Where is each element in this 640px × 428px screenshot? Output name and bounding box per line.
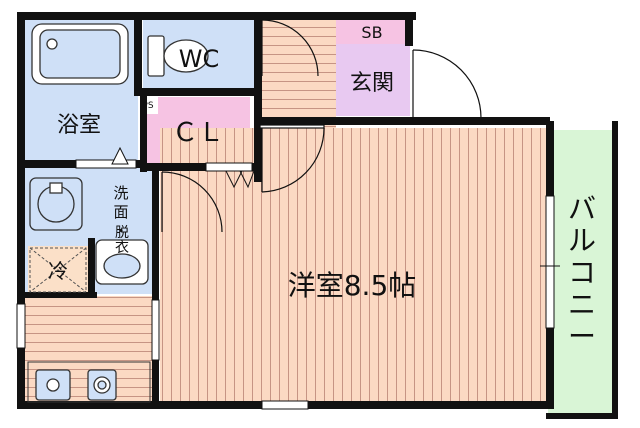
- bathtub-icon: [31, 23, 129, 85]
- hall-floor: [262, 18, 336, 128]
- label-balcony-1: バ: [568, 192, 596, 225]
- label-wc: WC: [179, 45, 220, 73]
- label-balcony-5: ー: [568, 320, 596, 353]
- closet-door-marks[interactable]: [205, 162, 255, 189]
- washing-machine-icon: [29, 177, 83, 231]
- vent-opening: [151, 299, 160, 361]
- label-entrance: 玄関: [350, 71, 394, 96]
- label-washroom-1: 洗: [113, 184, 128, 202]
- window-left: [16, 303, 26, 349]
- washroom-label-datsu: 脱: [115, 225, 129, 241]
- western-room-floor: [160, 128, 546, 408]
- washroom-label-i: 衣: [115, 240, 129, 256]
- label-storage: SB: [361, 23, 382, 42]
- label-fridge: 冷: [48, 259, 68, 283]
- bath-door-mark[interactable]: [75, 146, 137, 169]
- toilet-icon: [147, 35, 209, 77]
- entrance-floor: [336, 44, 410, 116]
- label-balcony-3: コ: [568, 256, 596, 289]
- wc-door[interactable]: [261, 19, 319, 77]
- room-door[interactable]: [259, 124, 325, 193]
- window-bottom: [261, 400, 309, 410]
- label-balcony-2: ル: [568, 224, 596, 257]
- fridge-space-icon: [29, 247, 87, 293]
- washroom-label-col2: 脱 衣: [114, 226, 130, 256]
- label-western-room: 洋室8.5帖: [288, 269, 417, 302]
- label-washroom-3: ・: [113, 222, 128, 240]
- kitchen-sink-icon: [35, 369, 71, 401]
- label-ps: PS: [142, 101, 153, 111]
- front-door[interactable]: [412, 49, 482, 119]
- label-closet: ＣＬ: [172, 118, 224, 148]
- balcony-window: [545, 195, 555, 329]
- storage-sb-floor: [336, 18, 410, 44]
- balcony-floor: [548, 130, 612, 416]
- washroom-door[interactable]: [161, 171, 223, 233]
- label-bath: 浴室: [57, 113, 101, 138]
- label-washroom-2: 面: [113, 203, 128, 221]
- stove-icon: [87, 369, 117, 401]
- label-balcony-4: ニ: [568, 288, 596, 321]
- counter-top: [27, 361, 151, 403]
- washbasin-icon: [95, 239, 149, 285]
